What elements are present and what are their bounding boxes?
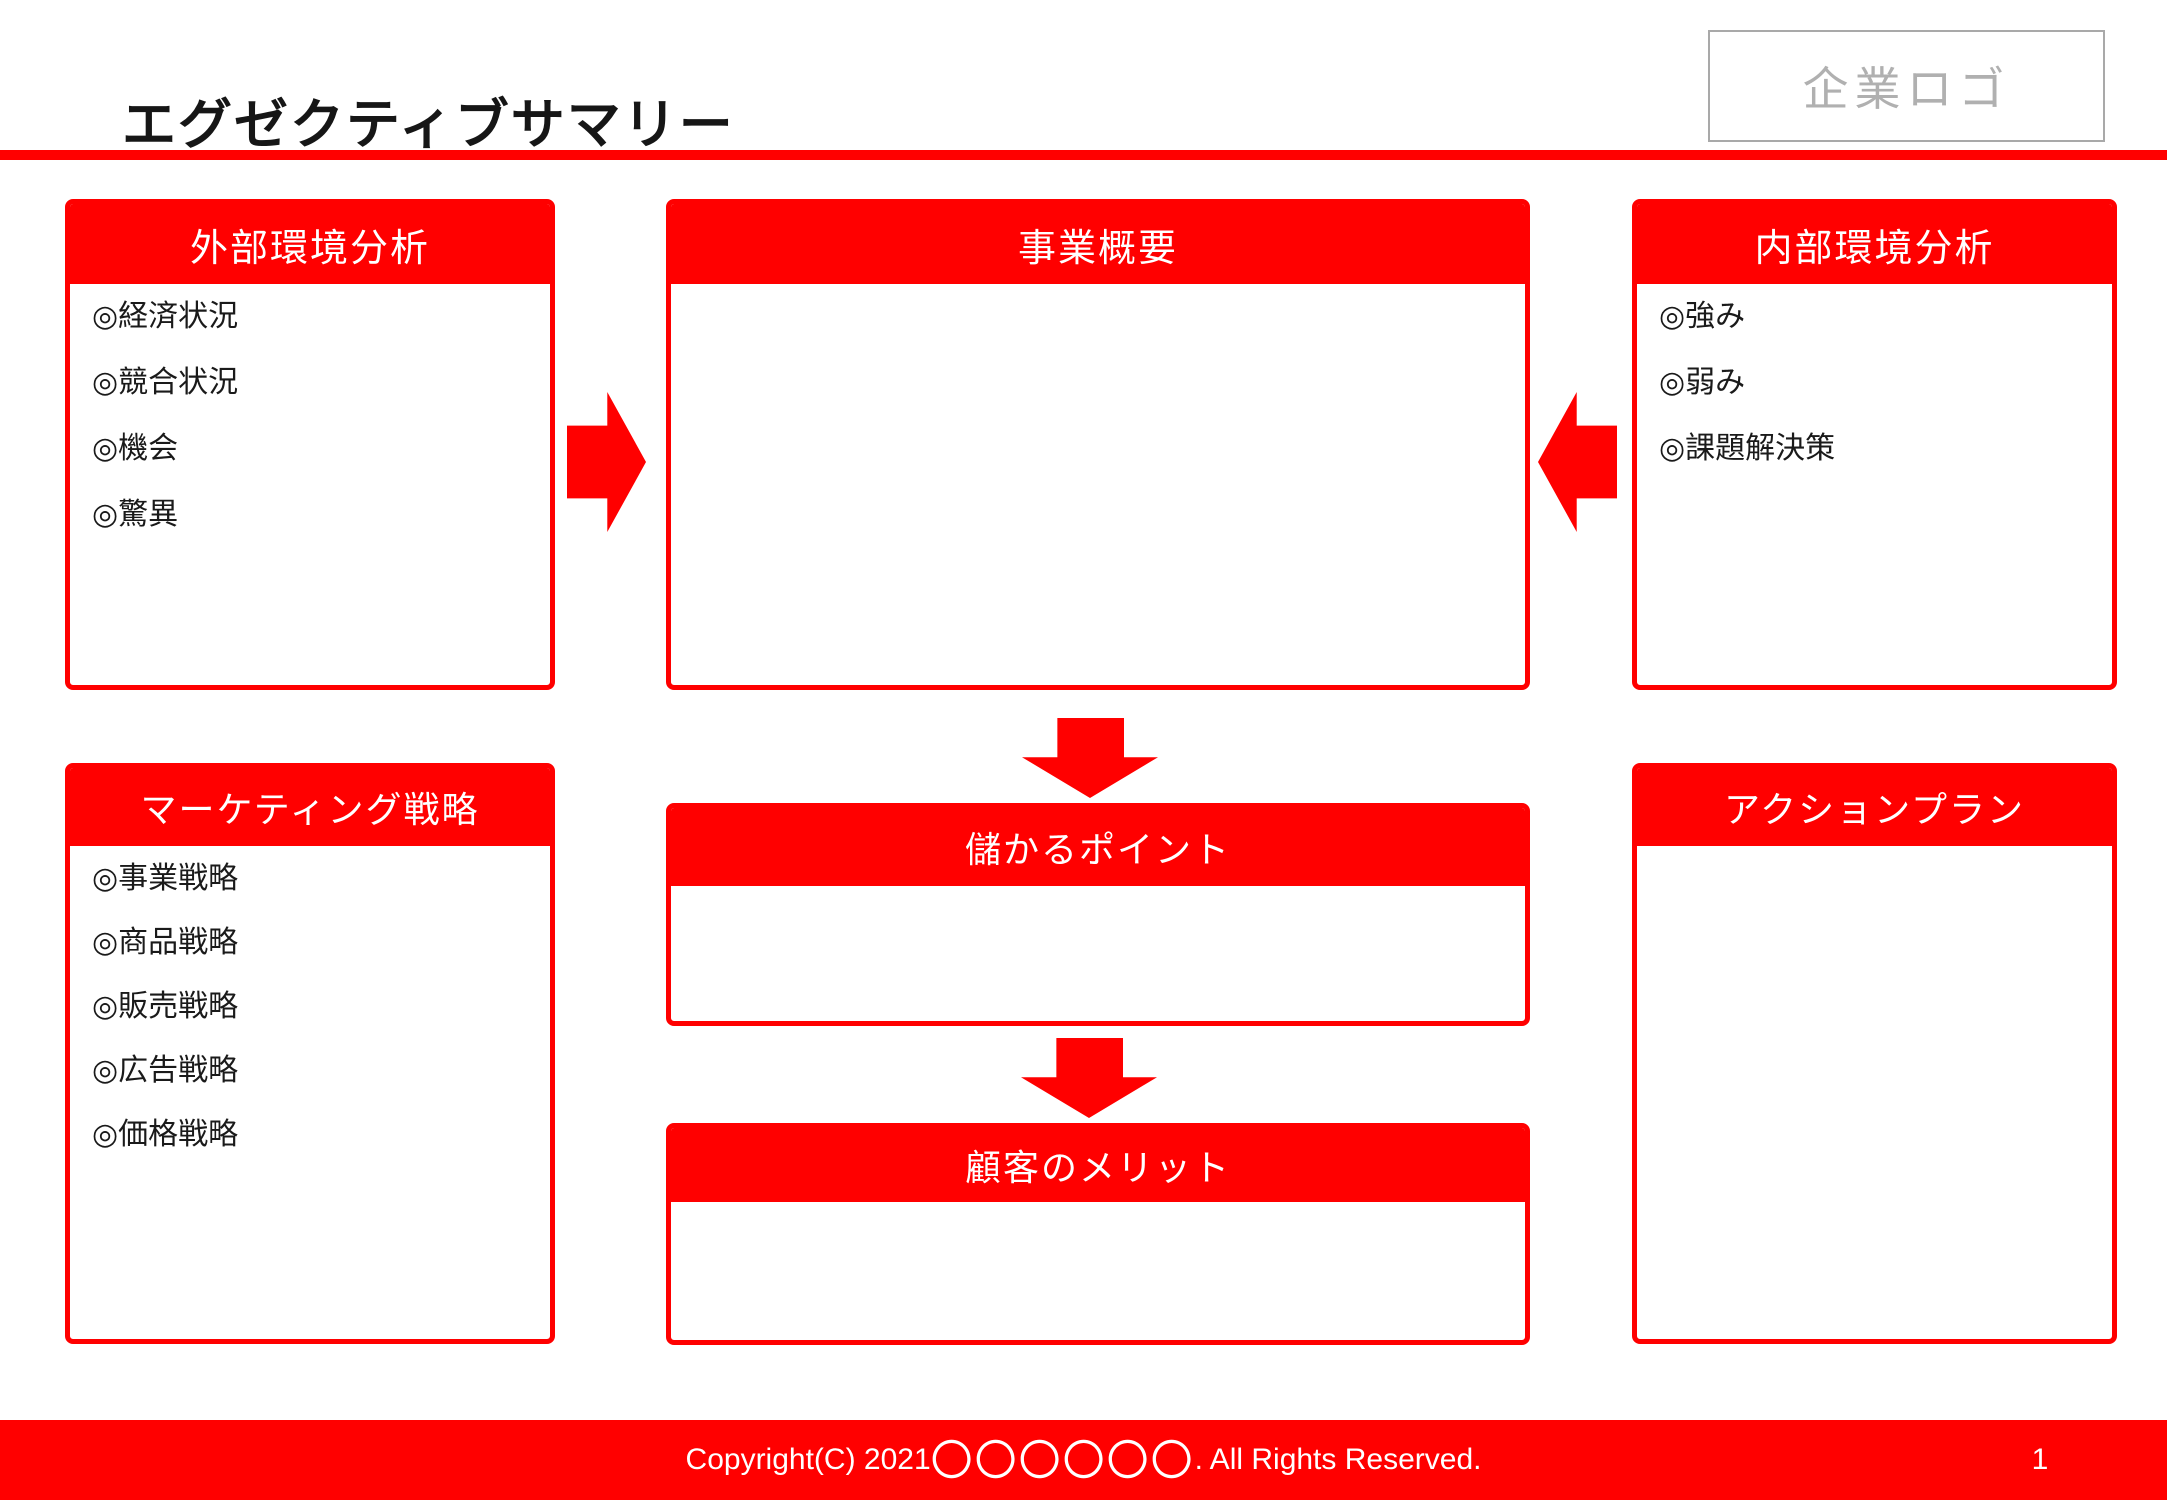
panel-external-analysis: 外部環境分析 ◎経済状況 ◎競合状況 ◎機会 ◎驚異: [65, 199, 555, 690]
panel-internal-analysis: 内部環境分析 ◎強み ◎弱み ◎課題解決策: [1632, 199, 2117, 690]
footer-bar: Copyright(C) 2021 〇〇〇〇〇〇 . All Rights Re…: [0, 1420, 2167, 1500]
panel-business-overview: 事業概要: [666, 199, 1530, 690]
arrow-left-icon: [1538, 392, 1617, 532]
panel-marketing-strategy: マーケティング戦略 ◎事業戦略 ◎商品戦略 ◎販売戦略 ◎広告戦略 ◎価格戦略: [65, 763, 555, 1344]
company-logo-placeholder: 企業ロゴ: [1708, 30, 2105, 142]
panel-list-item: ◎強み: [1659, 300, 1746, 333]
copyright-company-placeholder: 〇〇〇〇〇〇: [930, 1437, 1195, 1484]
panel-list-item: ◎競合状況: [92, 366, 239, 399]
copyright-suffix: . All Rights Reserved.: [1194, 1443, 1482, 1476]
panel-profit-point: 儲かるポイント: [666, 803, 1530, 1026]
panel-external-analysis-title: 外部環境分析: [70, 204, 550, 284]
page-number: 1: [2031, 1443, 2049, 1476]
panel-list-item: ◎弱み: [1659, 366, 1746, 399]
copyright-prefix: Copyright(C) 2021: [685, 1443, 931, 1476]
panel-list-item: ◎販売戦略: [92, 990, 239, 1023]
panel-marketing-strategy-body: ◎事業戦略 ◎商品戦略 ◎販売戦略 ◎広告戦略 ◎価格戦略: [70, 846, 550, 1166]
copyright-text: Copyright(C) 2021 〇〇〇〇〇〇 . All Rights Re…: [0, 1420, 2167, 1500]
arrow-down-icon: [1022, 718, 1158, 798]
panel-internal-analysis-body: ◎強み ◎弱み ◎課題解決策: [1637, 284, 2112, 482]
panel-external-analysis-body: ◎経済状況 ◎競合状況 ◎機会 ◎驚異: [70, 284, 550, 548]
panel-profit-point-title: 儲かるポイント: [671, 808, 1525, 886]
panel-list-item: ◎広告戦略: [92, 1054, 239, 1087]
panel-list-item: ◎価格戦略: [92, 1118, 239, 1151]
panel-list-item: ◎経済状況: [92, 300, 239, 333]
panel-list-item: ◎事業戦略: [92, 862, 239, 895]
panel-list-item: ◎課題解決策: [1659, 432, 1836, 465]
panel-action-plan-title: アクションプラン: [1637, 768, 2112, 846]
panel-list-item: ◎商品戦略: [92, 926, 239, 959]
arrow-right-icon: [567, 392, 646, 532]
panel-customer-merit-title: 顧客のメリット: [671, 1128, 1525, 1202]
header-divider-line: [0, 150, 2167, 160]
company-logo-text: 企業ロゴ: [1802, 63, 2011, 115]
arrow-down-icon: [1021, 1038, 1157, 1118]
page-title: エグゼクティブサマリー: [122, 95, 735, 156]
panel-internal-analysis-title: 内部環境分析: [1637, 204, 2112, 284]
panel-business-overview-title: 事業概要: [671, 204, 1525, 284]
panel-customer-merit: 顧客のメリット: [666, 1123, 1530, 1345]
panel-list-item: ◎機会: [92, 432, 179, 465]
panel-list-item: ◎驚異: [92, 498, 179, 531]
panel-marketing-strategy-title: マーケティング戦略: [70, 768, 550, 846]
panel-action-plan: アクションプラン: [1632, 763, 2117, 1344]
